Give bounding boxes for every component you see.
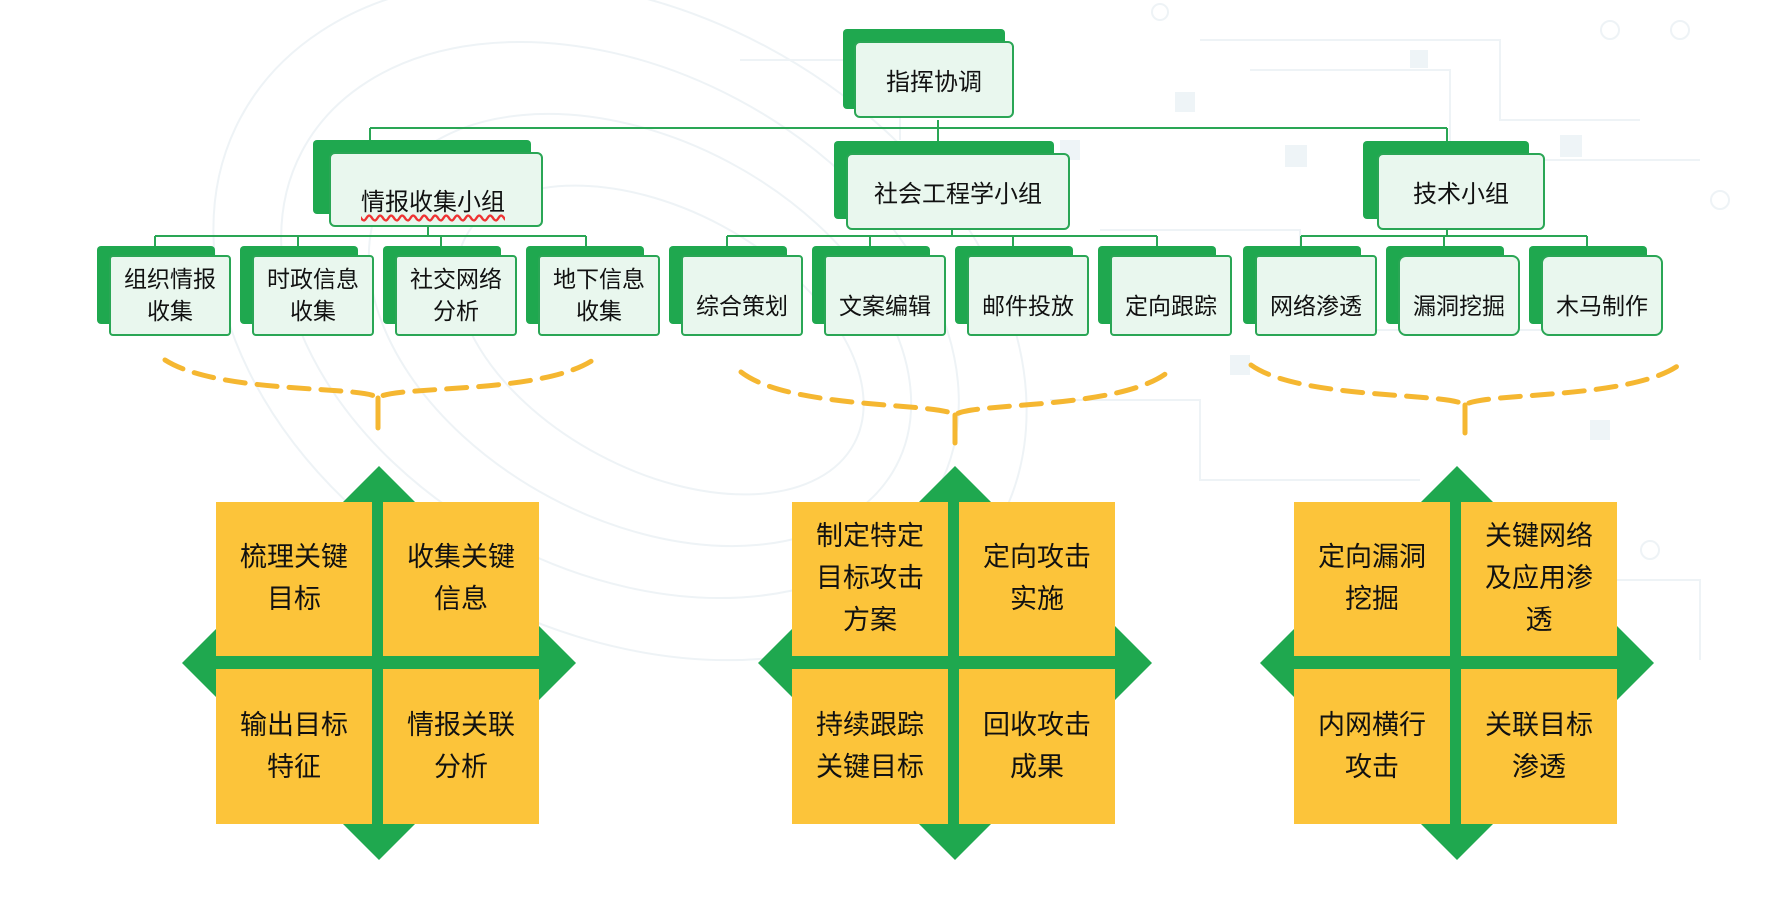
member-label: 综合策划 [681,255,803,336]
member-node: 漏洞挖掘 [1386,246,1520,336]
tech-tasks-quad: 定向漏洞 挖掘 关键网络 及应用渗 透 内网横行 攻击 关联目标 渗透 [1256,462,1658,864]
member-node: 组织情报 收集 [97,246,231,336]
tech-group-label: 技术小组 [1377,153,1545,230]
intel-group-node: 情报收集小组 [313,140,543,227]
member-label: 社交网络 分析 [395,255,517,336]
intel-group-label: 情报收集小组 [361,188,505,216]
task-cell: 收集关键 信息 [383,502,539,656]
task-cell: 关键网络 及应用渗 透 [1461,502,1617,656]
member-label: 邮件投放 [967,255,1089,336]
task-cell: 梳理关键 目标 [216,502,372,656]
member-node: 邮件投放 [955,246,1089,336]
task-cell: 情报关联 分析 [383,669,539,824]
brace-tech [1248,362,1682,409]
member-label: 文案编辑 [824,255,946,336]
task-cell: 定向攻击 实施 [959,502,1115,656]
social-tasks-quad: 制定特定 目标攻击 方案 定向攻击 实施 持续跟踪 关键目标 回收攻击 成果 [754,462,1156,864]
brace-social [738,369,1171,419]
member-label: 木马制作 [1541,255,1663,336]
social-engineering-group-node: 社会工程学小组 [834,141,1070,230]
intel-tasks-quad: 梳理关键 目标 收集关键 信息 输出目标 特征 情报关联 分析 [178,462,580,864]
task-cell: 定向漏洞 挖掘 [1294,502,1450,656]
task-cell: 制定特定 目标攻击 方案 [792,502,948,656]
member-node: 网络渗透 [1243,246,1377,336]
member-label: 时政信息 收集 [252,255,374,336]
member-label: 网络渗透 [1255,255,1377,336]
task-cell: 回收攻击 成果 [959,669,1115,824]
member-node: 地下信息 收集 [526,246,660,336]
tech-group-node: 技术小组 [1363,141,1545,230]
command-coordination-label: 指挥协调 [854,41,1014,118]
member-label: 漏洞挖掘 [1398,255,1520,336]
member-node: 时政信息 收集 [240,246,374,336]
member-label: 组织情报 收集 [109,255,231,336]
brace-intel [162,357,596,402]
member-label: 定向跟踪 [1110,255,1232,336]
task-cell: 内网横行 攻击 [1294,669,1450,824]
member-node: 社交网络 分析 [383,246,517,336]
member-label: 地下信息 收集 [538,255,660,336]
task-cell: 持续跟踪 关键目标 [792,669,948,824]
member-node: 文案编辑 [812,246,946,336]
task-cell: 输出目标 特征 [216,669,372,824]
social-engineering-group-label: 社会工程学小组 [846,153,1070,230]
task-cell: 关联目标 渗透 [1461,669,1617,824]
member-node: 木马制作 [1529,246,1663,336]
command-coordination-node: 指挥协调 [843,29,1014,121]
member-node: 综合策划 [669,246,803,336]
member-node: 定向跟踪 [1098,246,1232,336]
